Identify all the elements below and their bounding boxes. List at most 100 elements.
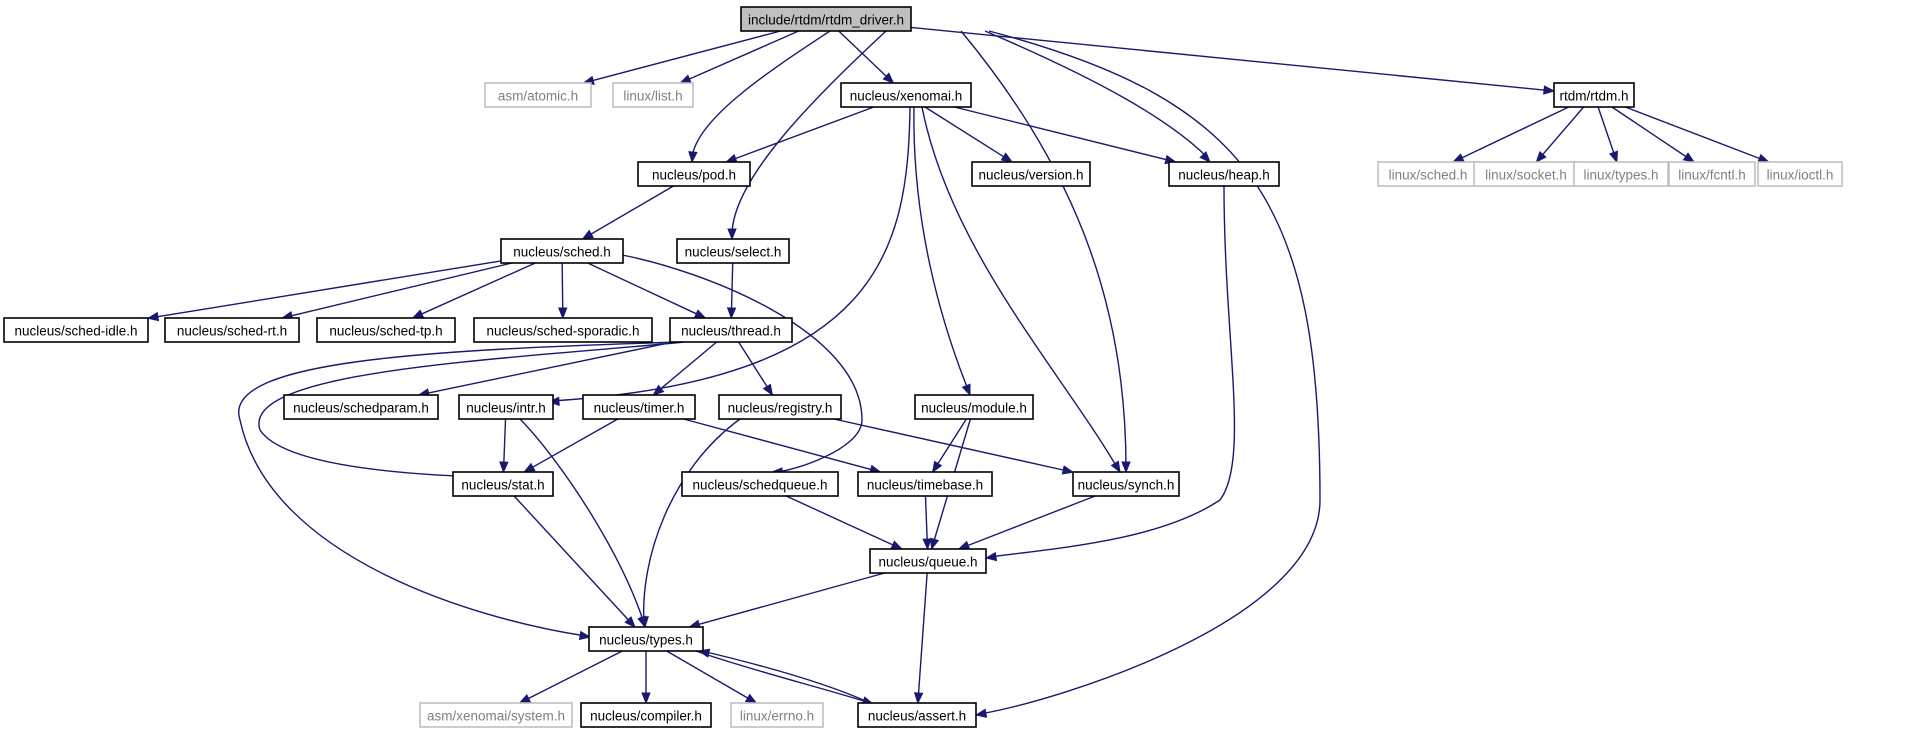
edge-arrowhead <box>581 229 595 240</box>
edge-arrowhead <box>523 462 536 473</box>
edge-line <box>621 254 863 473</box>
node-box <box>588 626 704 652</box>
edge-arrowhead <box>641 692 651 705</box>
edge-line <box>691 30 831 159</box>
node-label: nucleus/sched.h <box>513 245 611 260</box>
node-stat[interactable]: nucleus/stat.h <box>452 471 554 497</box>
node-box <box>869 548 987 574</box>
edge-line <box>734 106 875 160</box>
node-queue[interactable]: nucleus/queue.h <box>869 548 987 574</box>
node-label: nucleus/synch.h <box>1078 478 1175 493</box>
edge-line <box>936 418 967 465</box>
node-sched-rt[interactable]: nucleus/sched-rt.h <box>164 317 300 343</box>
edge-stat-to-types <box>513 495 636 628</box>
edge-line <box>156 260 502 318</box>
node-label: include/rtdm/rtdm_driver.h <box>748 13 904 28</box>
edge-line <box>519 418 645 624</box>
node-label: linux/types.h <box>1583 168 1658 183</box>
edge-arrowhead <box>693 309 707 319</box>
edge-line <box>503 418 507 464</box>
edge-line <box>954 106 1168 161</box>
node-box <box>419 702 573 728</box>
node-label: nucleus/select.h <box>685 245 782 260</box>
node-pod[interactable]: nucleus/pod.h <box>637 161 751 187</box>
node-module[interactable]: nucleus/module.h <box>914 394 1034 420</box>
edge-arrowhead <box>557 307 568 320</box>
edge-arrowhead <box>1110 460 1121 474</box>
node-registry[interactable]: nucleus/registry.h <box>718 394 842 420</box>
node-label: nucleus/sched-sporadic.h <box>486 324 639 339</box>
node-sched[interactable]: nucleus/sched.h <box>500 238 624 264</box>
node-label: nucleus/schedparam.h <box>293 401 429 416</box>
node-box <box>637 161 751 187</box>
node-linux-ioctl: linux/ioctl.h <box>1757 161 1843 187</box>
edge-line <box>910 26 1546 91</box>
edge-arrowhead <box>578 630 592 641</box>
edges-layer <box>146 26 1770 718</box>
node-label: nucleus/heap.h <box>1178 168 1270 183</box>
node-box <box>283 394 439 420</box>
edge-arrowhead <box>639 616 649 629</box>
edge-root-to-rtdm <box>910 26 1556 95</box>
node-timebase[interactable]: nucleus/timebase.h <box>857 471 993 497</box>
node-box <box>669 317 793 343</box>
edge-line <box>551 106 911 402</box>
edge-arrowhead <box>624 616 636 628</box>
node-rtdm[interactable]: rtdm/rtdm.h <box>1553 82 1635 108</box>
edge-arrowhead <box>1543 85 1556 95</box>
node-schedqueue[interactable]: nucleus/schedqueue.h <box>681 471 839 497</box>
edge-line <box>561 262 564 310</box>
node-label: nucleus/pod.h <box>652 168 736 183</box>
edge-line <box>642 418 741 624</box>
node-root[interactable]: include/rtdm/rtdm_driver.h <box>740 6 912 32</box>
edge-arrowhead <box>984 551 998 562</box>
node-types[interactable]: nucleus/types.h <box>588 626 704 652</box>
edge-root-to-asm_atomic <box>582 30 781 85</box>
edge-types-to-compiler <box>641 651 651 705</box>
edge-timer-to-timebase <box>683 418 882 474</box>
edge-line <box>683 418 872 471</box>
node-label: nucleus/compiler.h <box>590 709 702 724</box>
edge-arrowhead <box>652 384 665 396</box>
edge-arrowhead <box>913 692 924 705</box>
edge-line <box>785 495 894 546</box>
edge-arrowhead <box>688 151 698 164</box>
edge-types-to-asm_xenomai_system <box>518 650 623 704</box>
node-box <box>840 82 972 108</box>
node-label: linux/ioctl.h <box>1767 168 1834 183</box>
edge-arrowhead <box>957 540 971 550</box>
node-box <box>3 317 149 343</box>
node-schedparam[interactable]: nucleus/schedparam.h <box>283 394 439 420</box>
node-label: linux/sched.h <box>1389 168 1468 183</box>
node-sched-sporadic[interactable]: nucleus/sched-sporadic.h <box>473 317 653 343</box>
node-sched-tp[interactable]: nucleus/sched-tp.h <box>316 317 456 343</box>
node-sched-idle[interactable]: nucleus/sched-idle.h <box>3 317 149 343</box>
node-select[interactable]: nucleus/select.h <box>676 238 790 264</box>
edge-registry-to-types <box>639 418 741 629</box>
node-version[interactable]: nucleus/version.h <box>971 161 1091 187</box>
node-label: linux/fcntl.h <box>1678 168 1746 183</box>
node-assert[interactable]: nucleus/assert.h <box>857 702 977 728</box>
edge-line <box>701 650 871 704</box>
edge-line <box>1461 106 1570 159</box>
node-synch[interactable]: nucleus/synch.h <box>1072 471 1180 497</box>
node-box <box>857 702 977 728</box>
node-label: nucleus/intr.h <box>466 401 546 416</box>
node-heap[interactable]: nucleus/heap.h <box>1168 161 1280 187</box>
node-box <box>1072 471 1180 497</box>
node-intr[interactable]: nucleus/intr.h <box>458 394 554 420</box>
edge-arrowhead <box>724 153 738 163</box>
node-thread[interactable]: nucleus/thread.h <box>669 317 793 343</box>
node-asm-atomic: asm/atomic.h <box>484 82 592 108</box>
node-compiler[interactable]: nucleus/compiler.h <box>580 702 712 728</box>
edge-arrowhead <box>744 693 758 704</box>
node-box <box>484 82 592 108</box>
edge-select-to-thread <box>726 262 737 320</box>
node-xenomai[interactable]: nucleus/xenomai.h <box>840 82 972 108</box>
edge-line <box>1625 106 1761 160</box>
edge-line <box>966 495 1096 547</box>
node-box <box>316 317 456 343</box>
node-timer[interactable]: nucleus/timer.h <box>582 394 696 420</box>
node-label: nucleus/queue.h <box>878 555 977 570</box>
node-linux-errno: linux/errno.h <box>730 702 824 728</box>
